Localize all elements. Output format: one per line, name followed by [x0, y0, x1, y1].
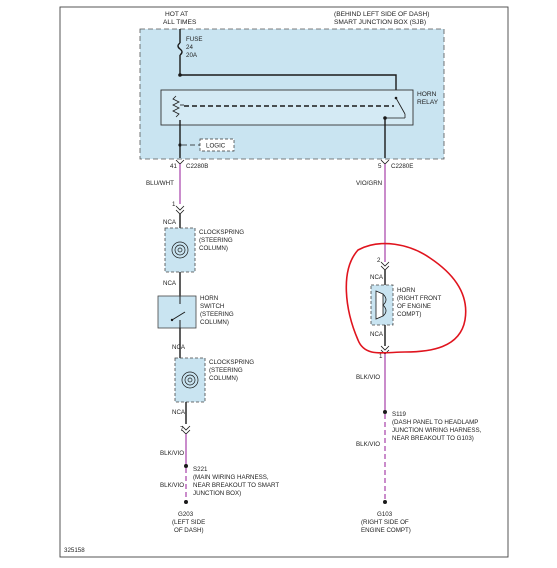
diagram-frame — [59, 6, 509, 558]
left-connector-c2280b: C2280B — [186, 163, 208, 170]
clockspring-2-label-1: CLOCKSPRING — [209, 359, 254, 366]
splice-s119-dot — [383, 410, 387, 414]
left-nca-2: NCA — [163, 280, 177, 287]
smart-junction-box: (BEHIND LEFT SIDE OF DASH) SMART JUNCTIO… — [139, 11, 445, 160]
hot-at-label: HOT AT — [165, 11, 188, 18]
fuse-number: 24 — [186, 44, 193, 51]
left-nca-4: NCA — [172, 409, 186, 416]
ground-g103-desc-2: ENGINE COMPT) — [361, 527, 411, 534]
left-nca-1: NCA — [163, 219, 177, 226]
horn-switch-label-3: (STEERING — [200, 311, 234, 318]
ground-g203-id: G203 — [178, 511, 194, 518]
logic-box — [199, 138, 235, 152]
horn-switch-label-2: SWITCH — [200, 303, 224, 310]
clockspring-1-box — [164, 227, 196, 273]
clockspring-2-label-3: COLUMN) — [209, 375, 238, 382]
right-nca-2: NCA — [370, 331, 384, 338]
horn-label-1: HORN — [397, 287, 415, 294]
ground-g103-id: G103 — [377, 511, 393, 518]
horn-label-3: OF ENGINE — [397, 303, 431, 310]
horn-switch-icon — [170, 296, 186, 328]
right-pin-2: 2 — [377, 257, 381, 264]
splice-s119-desc-3: NEAR BREAKOUT TO G103) — [392, 435, 474, 442]
horn-relay-label-1: HORN — [417, 91, 437, 98]
horn-relay-label-2: RELAY — [417, 99, 439, 106]
splice-s221-dot — [184, 464, 188, 468]
fuse-24-symbol — [177, 42, 183, 56]
right-pin-2-symbol — [380, 261, 390, 271]
splice-s221-desc-2: NEAR BREAKOUT TO SMART — [193, 482, 279, 489]
clockspring-1-label-2: (STEERING — [199, 237, 233, 244]
splice-s221-desc-3: JUNCTION BOX) — [193, 490, 241, 497]
horn-relay-box — [160, 89, 414, 126]
ground-g203-desc-1: (LEFT SIDE — [172, 519, 205, 526]
left-wire-color-blu-wht: BLU/WHT — [146, 180, 174, 187]
right-connector-c2280e: C2280E — [391, 163, 413, 170]
ground-g103-dot — [383, 500, 387, 504]
horn-switch-box — [157, 295, 197, 329]
clockspring-1-icon — [171, 241, 189, 259]
left-pin-7: 7 — [180, 426, 184, 433]
right-pin-5: 5 — [378, 163, 382, 170]
ground-g203-dot — [184, 500, 188, 504]
splice-s119-desc-1: (DASH PANEL TO HEADLAMP — [392, 419, 478, 426]
ground-g103-desc-1: (RIGHT SIDE OF — [361, 519, 409, 526]
logic-node-dot — [178, 143, 182, 147]
right-wire-color-blk-vio-1: BLK/VIO — [356, 374, 380, 381]
logic-label: LOGIC — [206, 143, 226, 150]
splice-s119-desc-2: JUNCTION WIRING HARNESS, — [392, 427, 482, 434]
clockspring-2-box — [174, 357, 206, 403]
right-connector-top-symbol — [380, 159, 390, 165]
relay-contact-dot — [394, 96, 398, 100]
splice-s221-desc-1: (MAIN WIRING HARNESS, — [193, 474, 269, 481]
left-pin-41: 41 — [170, 163, 177, 170]
horn-label-2: (RIGHT FRONT — [397, 295, 441, 302]
horn-switch-label-4: COLUMN) — [200, 319, 229, 326]
left-horn-circuit: 41 C2280B BLU/WHT 1 NCA CLOCKSPRING (STE… — [146, 159, 279, 534]
red-annotation-circle — [345, 242, 467, 354]
relay-switch-blade — [395, 97, 406, 115]
horn-icon — [375, 290, 387, 320]
right-pin-1: 1 — [379, 353, 383, 360]
relay-coil-icon — [172, 95, 180, 118]
horn-label-4: COMPT) — [397, 311, 421, 318]
left-connector-top-symbol — [175, 159, 185, 165]
splice-s119-id: S119 — [392, 411, 407, 418]
right-wire-color-blk-vio-2: BLK/VIO — [356, 441, 380, 448]
clockspring-2-label-2: (STEERING — [209, 367, 243, 374]
horn-switch-label-1: HORN — [200, 295, 218, 302]
left-nca-3: NCA — [172, 344, 186, 351]
all-times-label: ALL TIMES — [163, 19, 197, 26]
left-wire-color-blk-vio-2: BLK/VIO — [160, 482, 184, 489]
left-wire-color-blk-vio-1: BLK/VIO — [160, 450, 184, 457]
left-pin-1-symbol — [175, 205, 185, 215]
clockspring-1-label-3: COLUMN) — [199, 245, 228, 252]
fuse-label: FUSE — [186, 36, 203, 43]
left-pin-1: 1 — [172, 201, 176, 208]
right-horn-circuit: 5 C2280E VIO/GRN 2 NCA HORN (RIGHT FRONT… — [356, 159, 482, 534]
clockspring-2-icon — [181, 371, 199, 389]
splice-s221-id: S221 — [193, 466, 208, 473]
right-wire-color-vio-grn: VIO/GRN — [356, 180, 382, 187]
fuse-rating: 20A — [186, 52, 198, 59]
figure-number: 325158 — [64, 547, 85, 554]
right-nca-1: NCA — [370, 274, 384, 281]
sjb-location-line1: (BEHIND LEFT SIDE OF DASH) — [334, 11, 430, 18]
ground-g203-desc-2: OF DASH) — [174, 527, 204, 534]
sjb-location-line2: SMART JUNCTION BOX (SJB) — [334, 19, 426, 26]
clockspring-1-label-1: CLOCKSPRING — [199, 229, 244, 236]
